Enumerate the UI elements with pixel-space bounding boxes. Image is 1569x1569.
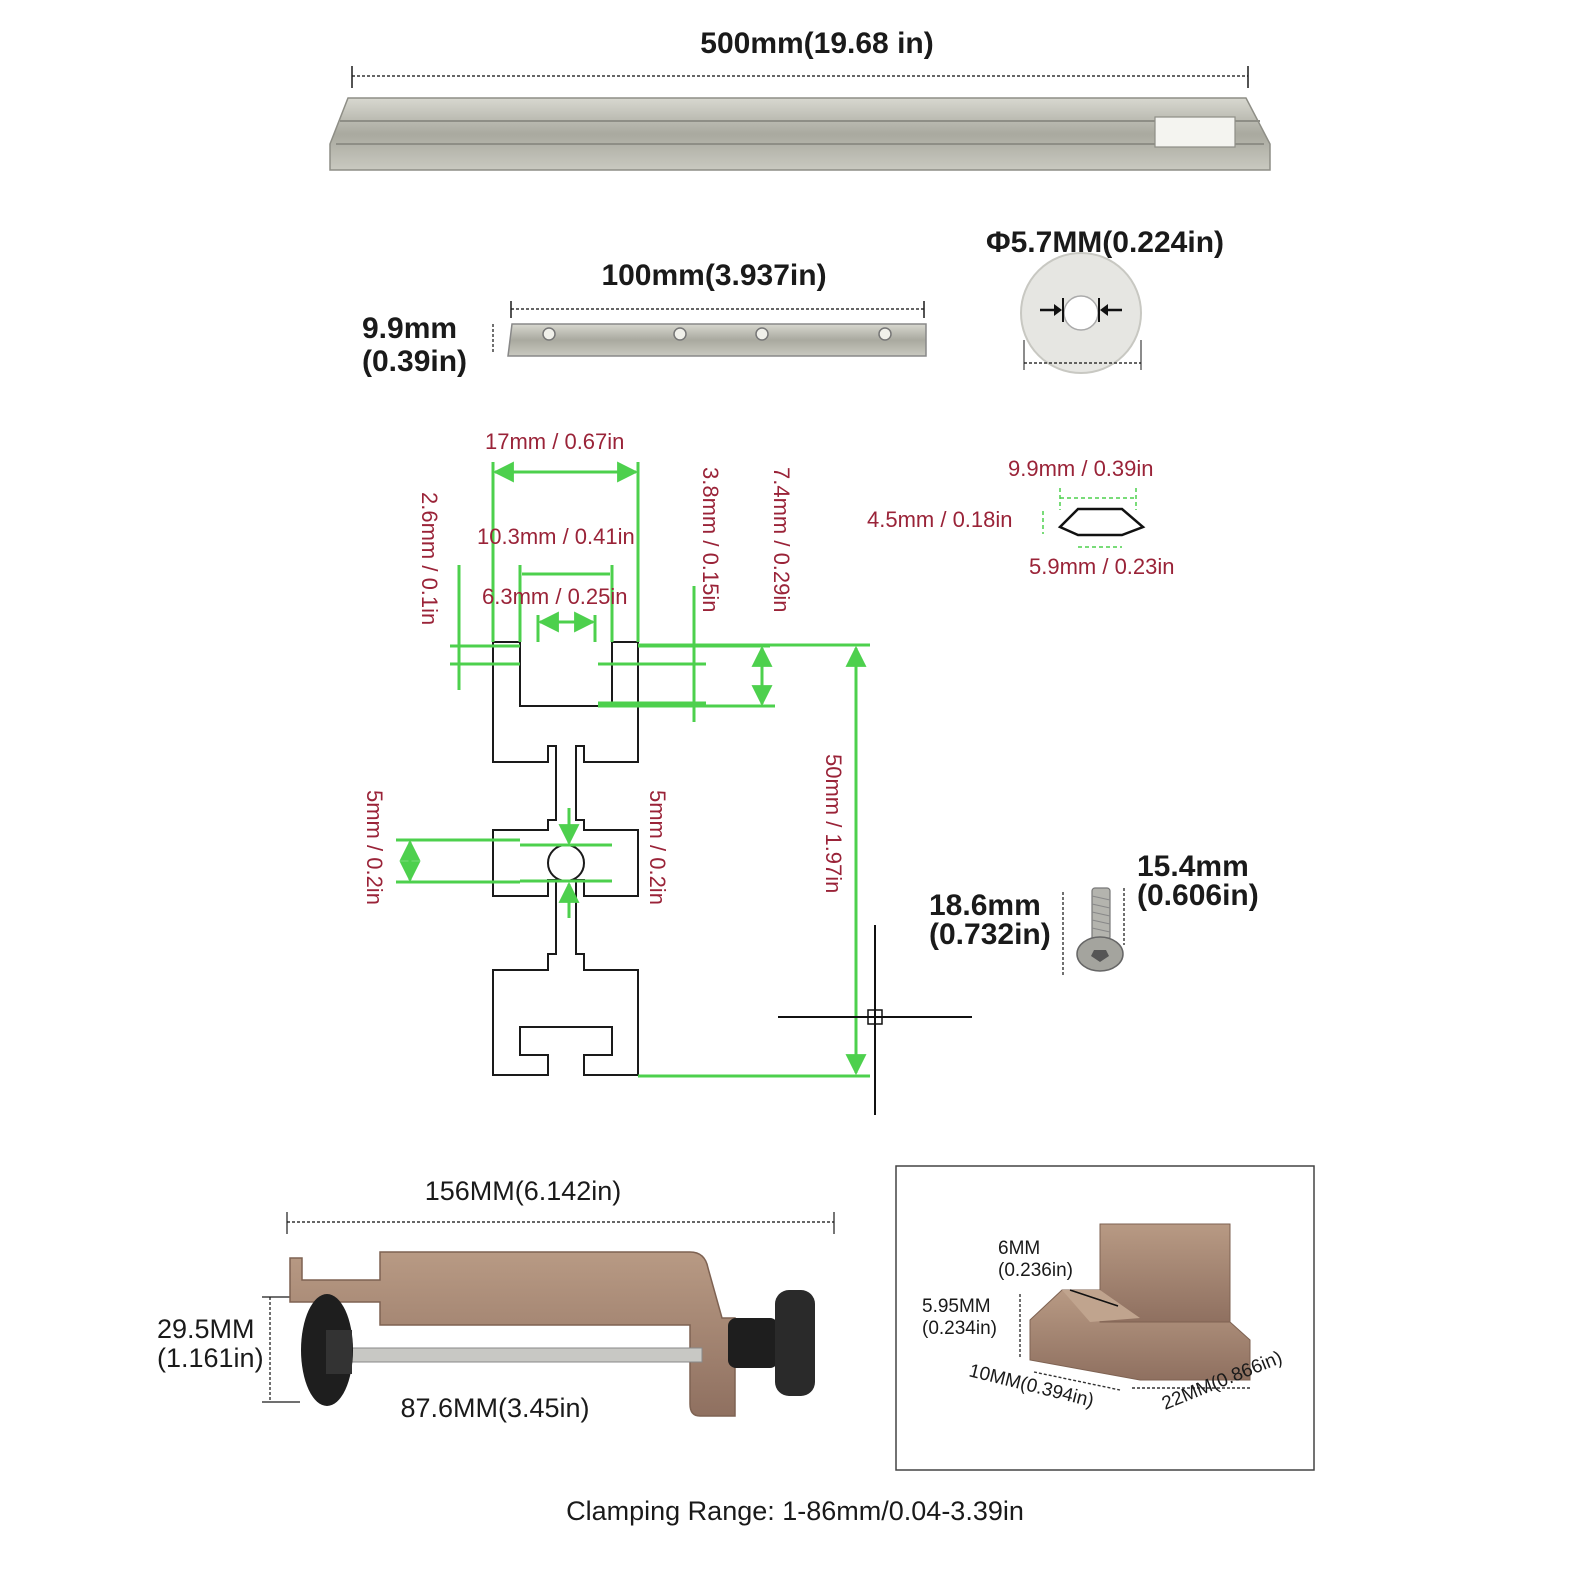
slider-width-mm: 6MM xyxy=(998,1238,1040,1259)
width-10-3-label: 10.3mm / 0.41in xyxy=(477,524,635,549)
bar-body xyxy=(507,323,927,357)
tnut-top-label: 9.9mm / 0.39in xyxy=(1008,456,1154,481)
clamp-length-label: 156MM(6.142in) xyxy=(425,1176,622,1206)
screw-head-mm: 15.4mm xyxy=(1137,850,1249,883)
tnut-outline xyxy=(1057,507,1146,537)
bore-left-label: 5mm / 0.2in xyxy=(362,790,387,905)
width-6-3-label: 6.3mm / 0.25in xyxy=(482,584,628,609)
rail-body xyxy=(329,97,1271,171)
rail-length-label: 500mm(19.68 in) xyxy=(700,27,933,60)
clamp-knob-right xyxy=(775,1290,815,1396)
slider-height-in: (0.234in) xyxy=(922,1318,997,1339)
t-nut-section: 9.9mm / 0.39in 4.5mm / 0.18in 5.9mm / 0.… xyxy=(867,456,1175,579)
washer-diameter-label: Φ5.7MM(0.224in) xyxy=(986,226,1224,259)
screw-head-in: (0.606in) xyxy=(1137,879,1259,912)
width-17-label: 17mm / 0.67in xyxy=(485,429,624,454)
clamp-screw-length: 87.6MM(3.45in) xyxy=(400,1393,589,1423)
screw: 15.4mm (0.606in) 18.6mm (0.732in) xyxy=(929,850,1259,975)
height-7-4-label: 7.4mm / 0.29in xyxy=(769,467,794,613)
hold-down-clamp: 156MM(6.142in) 29.5MM (1.161in) 87.6MM(3… xyxy=(157,1176,835,1423)
rail-end-slot xyxy=(1154,116,1236,148)
slider-width-in: (0.236in) xyxy=(998,1260,1073,1281)
tnut-left-label: 4.5mm / 0.18in xyxy=(867,507,1013,532)
clamp-height-mm: 29.5MM xyxy=(157,1314,255,1344)
height-3-8-label: 3.8mm / 0.15in xyxy=(698,467,723,613)
bar-height-in: (0.39in) xyxy=(362,345,467,378)
slider-height-mm: 5.95MM xyxy=(922,1296,991,1317)
t-slot-bar: 100mm(3.937in) 9.9mm (0.39in) xyxy=(362,259,927,378)
aluminum-rail: 500mm(19.68 in) xyxy=(329,27,1271,171)
slider-detail-panel: 6MM (0.236in) 5.95MM (0.234in) 10MM(0.39… xyxy=(895,1165,1315,1471)
clamp-height-in: (1.161in) xyxy=(157,1343,264,1373)
height-2-6-label: 2.6mm / 0.1in xyxy=(417,492,442,625)
height-50-label: 50mm / 1.97in xyxy=(821,754,846,893)
clamp-nut xyxy=(728,1318,778,1368)
bar-height-mm: 9.9mm xyxy=(362,312,457,345)
profile-cross-section: 17mm / 0.67in 10.3mm / 0.41in 6.3mm / 0.… xyxy=(362,429,972,1115)
clamping-range-caption: Clamping Range: 1-86mm/0.04-3.39in xyxy=(566,1496,1024,1526)
tnut-bottom-label: 5.9mm / 0.23in xyxy=(1029,554,1175,579)
profile-outline xyxy=(492,641,639,1076)
clamp-body xyxy=(289,1251,736,1417)
bar-length-label: 100mm(3.937in) xyxy=(601,259,826,292)
screw-length-mm: 18.6mm xyxy=(929,889,1041,922)
washer: Φ5.7MM(0.224in) xyxy=(986,226,1224,374)
bore-right-label: 5mm / 0.2in xyxy=(645,790,670,905)
screw-length-in: (0.732in) xyxy=(929,918,1051,951)
profile-center-bore xyxy=(547,844,585,882)
